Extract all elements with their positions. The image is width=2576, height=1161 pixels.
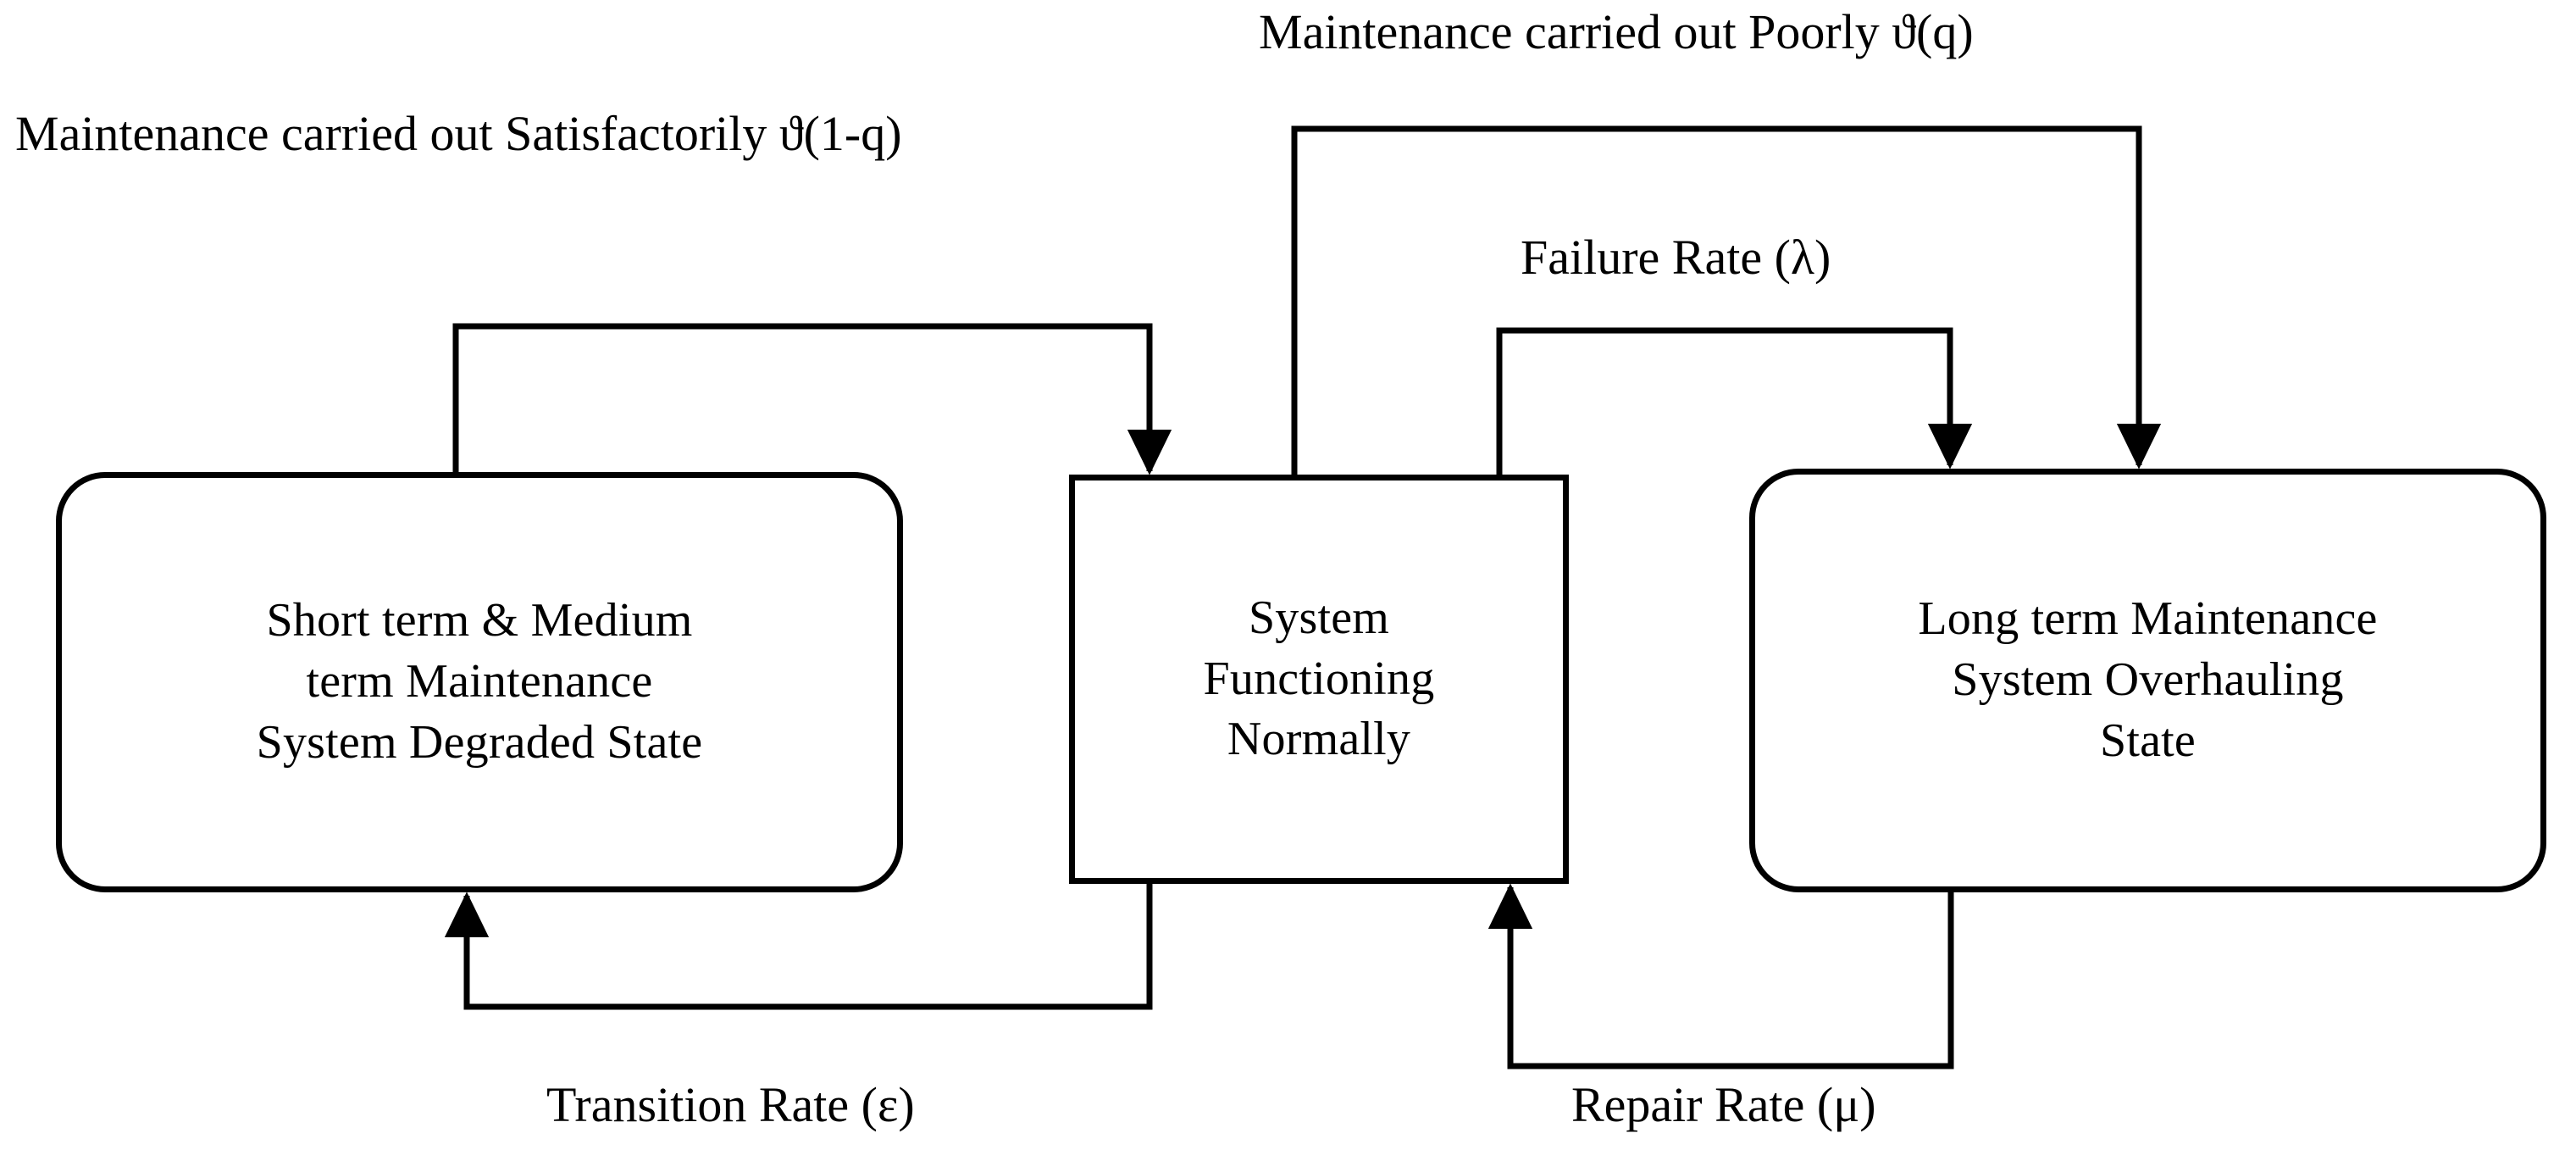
node-degraded-state: Short term & Medium term Maintenance Sys… — [56, 472, 903, 892]
edge-path-poorly — [1291, 125, 2162, 475]
edge-path-satisfactorily — [452, 323, 1172, 475]
node-overhaul-line-3: State — [2100, 714, 2196, 767]
node-degraded-line-2: term Maintenance — [306, 655, 653, 708]
edge-label-maintenance-poorly: Maintenance carried out Poorly ϑ(q) — [1259, 4, 1974, 59]
node-overhaul-line-1: Long term Maintenance — [1918, 592, 2378, 646]
node-normal-line-3: Normally — [1227, 713, 1411, 766]
edge-label-repair-rate: Repair Rate (μ) — [1571, 1077, 1876, 1132]
edge-label-transition-rate: Transition Rate (ε) — [546, 1077, 915, 1132]
node-normal-line-1: System — [1248, 591, 1390, 644]
node-normal-line-2: Functioning — [1203, 652, 1435, 705]
node-degraded-line-1: Short term & Medium — [266, 594, 693, 647]
edge-path-transition — [444, 884, 1153, 1010]
node-overhauling-state: Long term Maintenance System Overhauling… — [1749, 469, 2546, 892]
edge-path-repair — [1487, 883, 1954, 1069]
edge-path-failure — [1496, 327, 1973, 475]
node-overhaul-line-2: System Overhauling — [1952, 653, 2344, 707]
node-degraded-line-3: System Degraded State — [256, 715, 703, 769]
edge-label-failure-rate: Failure Rate (λ) — [1521, 230, 1831, 285]
node-system-functioning-normally: System Functioning Normally — [1069, 475, 1569, 884]
edge-label-maintenance-satisfactorily: Maintenance carried out Satisfactorily ϑ… — [15, 106, 902, 161]
